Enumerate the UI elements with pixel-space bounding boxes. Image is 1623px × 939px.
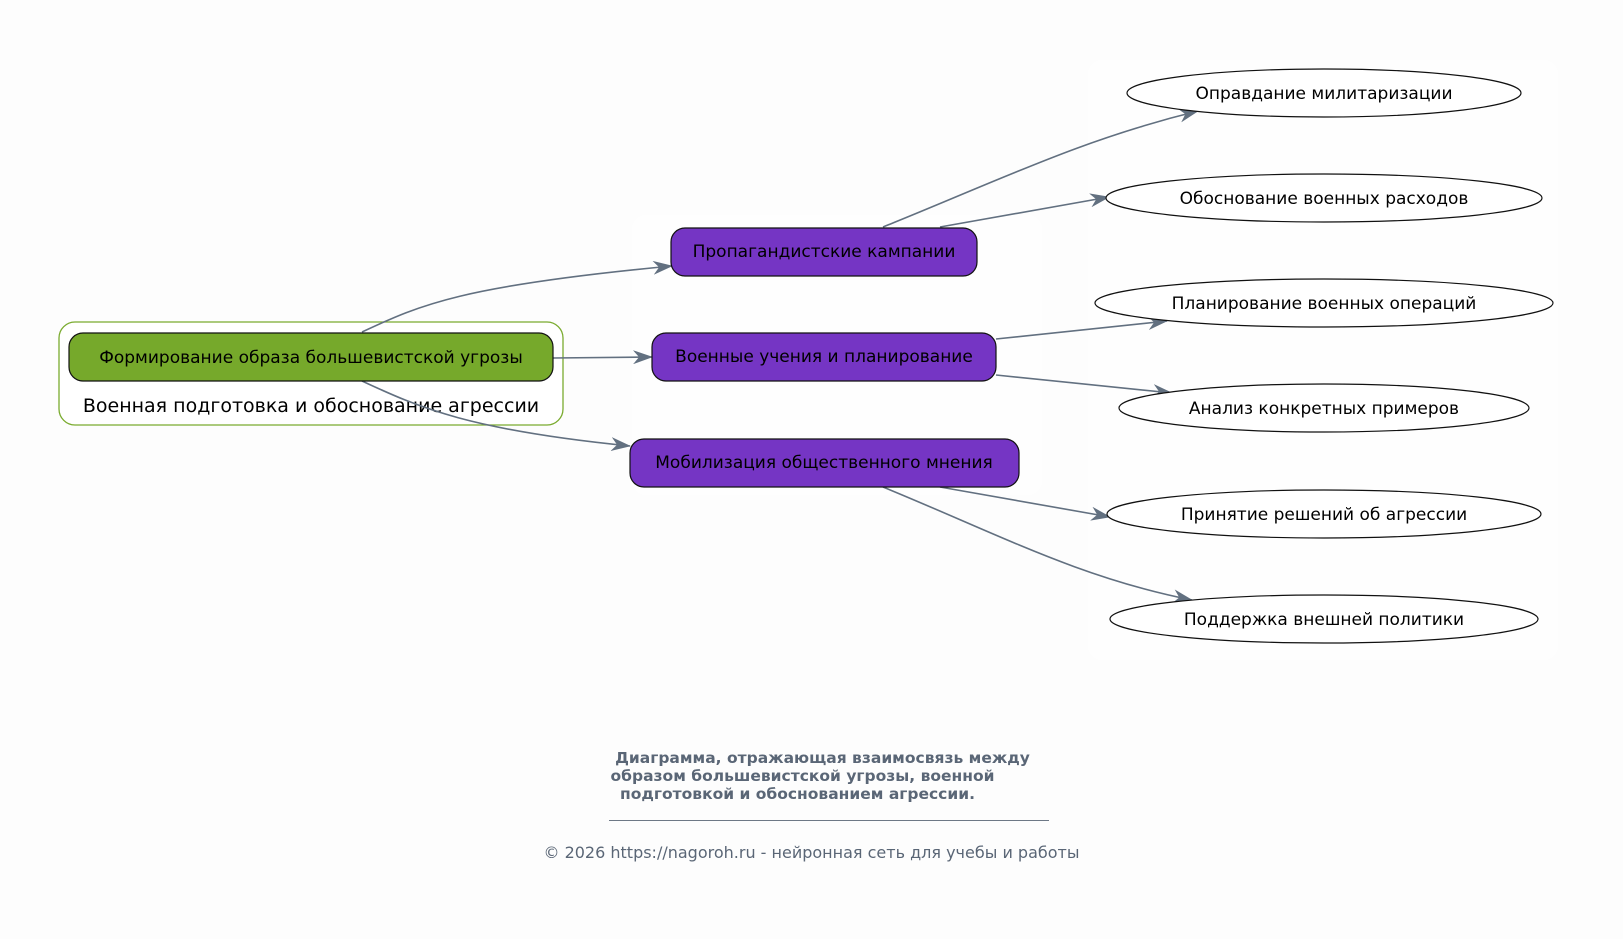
middle-node-box (629, 438, 1020, 488)
caption-line: Диаграмма, отражающая взаимосвязь между (615, 749, 1030, 767)
node-aggression-decisions[interactable]: Принятие решений об агрессии (1106, 489, 1542, 539)
diagram-caption: Диаграмма, отражающая взаимосвязь между … (0, 749, 1623, 803)
leaf-node-ellipse (1106, 489, 1542, 539)
edge-m3-l6 (882, 486, 1193, 604)
node-justify-military-spending[interactable]: Обоснование военных расходов (1105, 173, 1543, 223)
caption-line: образом большевистской угрозы, военной (610, 767, 995, 785)
leaf-node-label: Планирование военных операций (1172, 294, 1477, 314)
leaf-node-label: Оправдание милитаризации (1196, 84, 1453, 104)
middle-node-box (651, 332, 997, 382)
edge-m3-l5 (939, 486, 1111, 521)
node-public-opinion-mobilization[interactable]: Мобилизация общественного мнения (629, 438, 1020, 488)
middle-node-box (670, 227, 978, 277)
edge-root-m1 (361, 260, 673, 333)
node-analyze-examples[interactable]: Анализ конкретных примеров (1118, 383, 1530, 433)
leaf-node-label: Принятие решений об агрессии (1181, 505, 1467, 525)
node-military-exercises[interactable]: Военные учения и планирование (651, 332, 997, 382)
edges (361, 108, 1199, 604)
node-justify-militarization[interactable]: Оправдание милитаризации (1126, 68, 1522, 118)
leaf-column-panel (1088, 60, 1558, 660)
leaf-node-ellipse (1105, 173, 1543, 223)
node-foreign-policy-support[interactable]: Поддержка внешней политики (1109, 594, 1539, 644)
root-node-label: Формирование образа большевистской угроз… (99, 348, 523, 368)
edge-root-m3 (361, 380, 631, 452)
edge-m1-l2 (939, 193, 1110, 228)
node-root[interactable]: Формирование образа большевистской угроз… (68, 332, 554, 382)
leaf-node-label: Поддержка внешней политики (1184, 610, 1464, 630)
edge-root-m2 (552, 350, 653, 365)
middle-node-label: Пропагандистские кампании (693, 242, 956, 262)
leaf-node-label: Обоснование военных расходов (1180, 189, 1469, 209)
leaf-node-ellipse (1109, 594, 1539, 644)
node-propaganda-campaigns[interactable]: Пропагандистские кампании (670, 227, 978, 277)
leaf-node-ellipse (1126, 68, 1522, 118)
leaf-node-ellipse (1094, 278, 1554, 328)
leaf-node-label: Анализ конкретных примеров (1189, 399, 1459, 419)
leaf-node-ellipse (1118, 383, 1530, 433)
cluster-label: Военная подготовка и обоснование агресси… (83, 395, 539, 417)
edge-m1-l1 (882, 108, 1199, 228)
caption-line: подготовкой и обоснованием агрессии. (620, 785, 975, 803)
root-node-box (68, 332, 554, 382)
edge-m2-l4 (995, 374, 1173, 399)
node-plan-military-operations[interactable]: Планирование военных операций (1094, 278, 1554, 328)
middle-node-label: Мобилизация общественного мнения (655, 453, 992, 473)
caption-divider (609, 820, 1049, 821)
middle-node-label: Военные учения и планирование (675, 347, 973, 367)
copyright-footer: © 2026 https://nagoroh.ru - нейронная се… (543, 843, 1080, 862)
edge-m2-l3 (995, 316, 1168, 340)
